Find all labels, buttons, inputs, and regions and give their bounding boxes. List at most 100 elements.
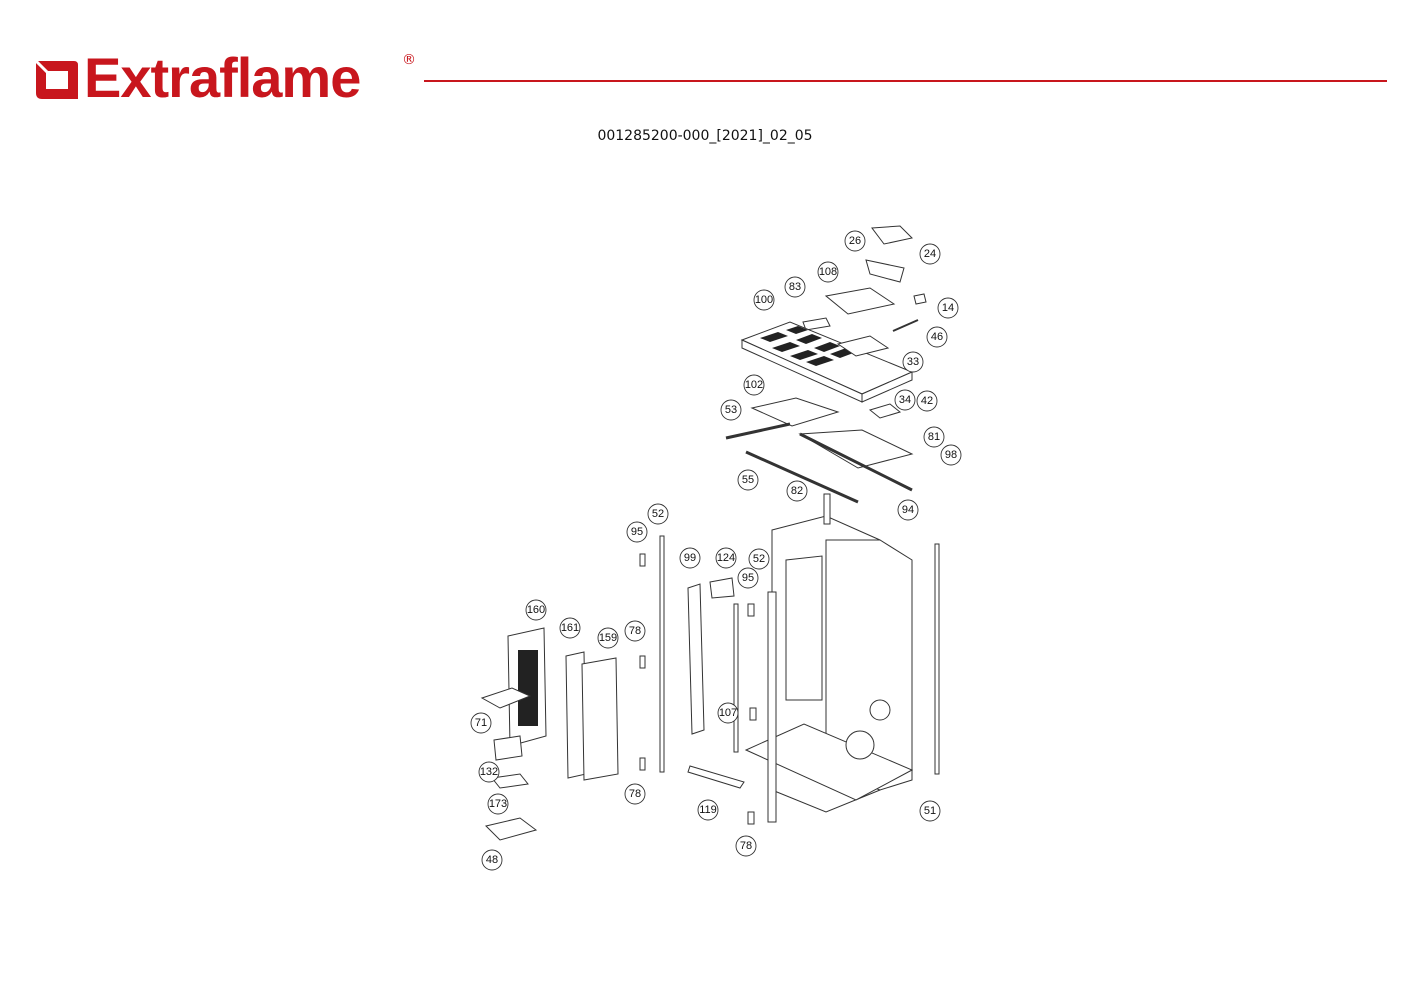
callout-circle — [844, 230, 866, 252]
callout-100: 100 — [753, 289, 775, 311]
callout-173: 173 — [487, 793, 509, 815]
callout-number: 51 — [924, 805, 936, 817]
callout-number: 46 — [931, 331, 943, 343]
callout-number: 119 — [699, 804, 717, 816]
callout-circle — [720, 399, 742, 421]
callout-52: 52 — [748, 548, 770, 570]
callout-81: 81 — [923, 426, 945, 448]
callout-14: 14 — [937, 297, 959, 319]
callout-94: 94 — [897, 499, 919, 521]
callout-circle — [481, 849, 503, 871]
callout-108: 108 — [817, 261, 839, 283]
callout-number: 94 — [902, 504, 914, 516]
callout-circle — [715, 547, 737, 569]
callout-number: 160 — [527, 604, 545, 616]
callout-number: 98 — [945, 449, 957, 461]
callout-circle — [919, 243, 941, 265]
callout-circle — [487, 793, 509, 815]
callout-number: 71 — [475, 717, 487, 729]
callout-159: 159 — [597, 627, 619, 649]
registered-mark: ® — [402, 52, 416, 68]
callout-52: 52 — [647, 503, 669, 525]
callout-46: 46 — [926, 326, 948, 348]
callout-number: 81 — [928, 431, 940, 443]
callout-number: 124 — [717, 552, 735, 564]
callout-circle — [902, 351, 924, 373]
callout-circle — [624, 783, 646, 805]
callout-78: 78 — [624, 783, 646, 805]
callout-circle — [697, 799, 719, 821]
callout-number: 78 — [629, 788, 641, 800]
callout-circle — [894, 389, 916, 411]
callout-circle — [647, 503, 669, 525]
callout-circle — [737, 567, 759, 589]
callout-51: 51 — [919, 800, 941, 822]
callout-circle — [916, 390, 938, 412]
callout-number: 83 — [789, 281, 801, 293]
callout-circle — [737, 469, 759, 491]
callout-132: 132 — [478, 761, 500, 783]
callout-circle — [919, 800, 941, 822]
callout-circle — [525, 599, 547, 621]
logo-mark-icon — [34, 55, 80, 101]
document-id: 001285200-000_[2021]_02_05 — [597, 128, 813, 144]
callout-number: 52 — [652, 508, 664, 520]
callout-102: 102 — [743, 374, 765, 396]
callout-circle — [624, 620, 646, 642]
callout-labels: 26 24 108 83 100 14 46 33 102 34 42 53 81 98 55 82 94 52 9… — [470, 230, 962, 871]
callout-99: 99 — [679, 547, 701, 569]
callout-number: 33 — [907, 356, 919, 368]
callout-circle — [786, 480, 808, 502]
callout-78: 78 — [735, 835, 757, 857]
callout-161: 161 — [559, 617, 581, 639]
callout-number: 42 — [921, 395, 933, 407]
callout-107: 107 — [717, 702, 739, 724]
callout-34: 34 — [894, 389, 916, 411]
callout-number: 53 — [725, 404, 737, 416]
callout-119: 119 — [697, 799, 719, 821]
callout-number: 95 — [742, 572, 754, 584]
callout-number: 159 — [599, 632, 617, 644]
callout-circle — [923, 426, 945, 448]
callout-number: 82 — [791, 485, 803, 497]
callout-number: 55 — [742, 474, 754, 486]
callout-78: 78 — [624, 620, 646, 642]
callout-95: 95 — [737, 567, 759, 589]
callout-circle — [937, 297, 959, 319]
callout-circle — [926, 326, 948, 348]
callout-number: 108 — [819, 266, 837, 278]
callout-number: 95 — [631, 526, 643, 538]
callout-circle — [743, 374, 765, 396]
callout-circle — [784, 276, 806, 298]
callout-26: 26 — [844, 230, 866, 252]
callout-98: 98 — [940, 444, 962, 466]
callout-24: 24 — [919, 243, 941, 265]
callout-circle — [748, 548, 770, 570]
callout-number: 173 — [489, 798, 507, 810]
callout-83: 83 — [784, 276, 806, 298]
callout-circle — [897, 499, 919, 521]
callout-71: 71 — [470, 712, 492, 734]
callout-160: 160 — [525, 599, 547, 621]
callout-circle — [717, 702, 739, 724]
callout-circle — [679, 547, 701, 569]
callout-circle — [817, 261, 839, 283]
callout-53: 53 — [720, 399, 742, 421]
callout-number: 24 — [924, 248, 936, 260]
callout-82: 82 — [786, 480, 808, 502]
callout-number: 102 — [745, 379, 763, 391]
callout-number: 161 — [561, 622, 579, 634]
callout-number: 107 — [719, 707, 737, 719]
callout-circle — [753, 289, 775, 311]
callout-95: 95 — [626, 521, 648, 543]
callout-55: 55 — [737, 469, 759, 491]
callout-33: 33 — [902, 351, 924, 373]
callout-circle — [559, 617, 581, 639]
brand-name: Extraflame — [84, 46, 361, 109]
callout-number: 99 — [684, 552, 696, 564]
callout-number: 100 — [755, 294, 773, 306]
callout-48: 48 — [481, 849, 503, 871]
callout-number: 78 — [740, 840, 752, 852]
header-rule — [424, 80, 1387, 82]
